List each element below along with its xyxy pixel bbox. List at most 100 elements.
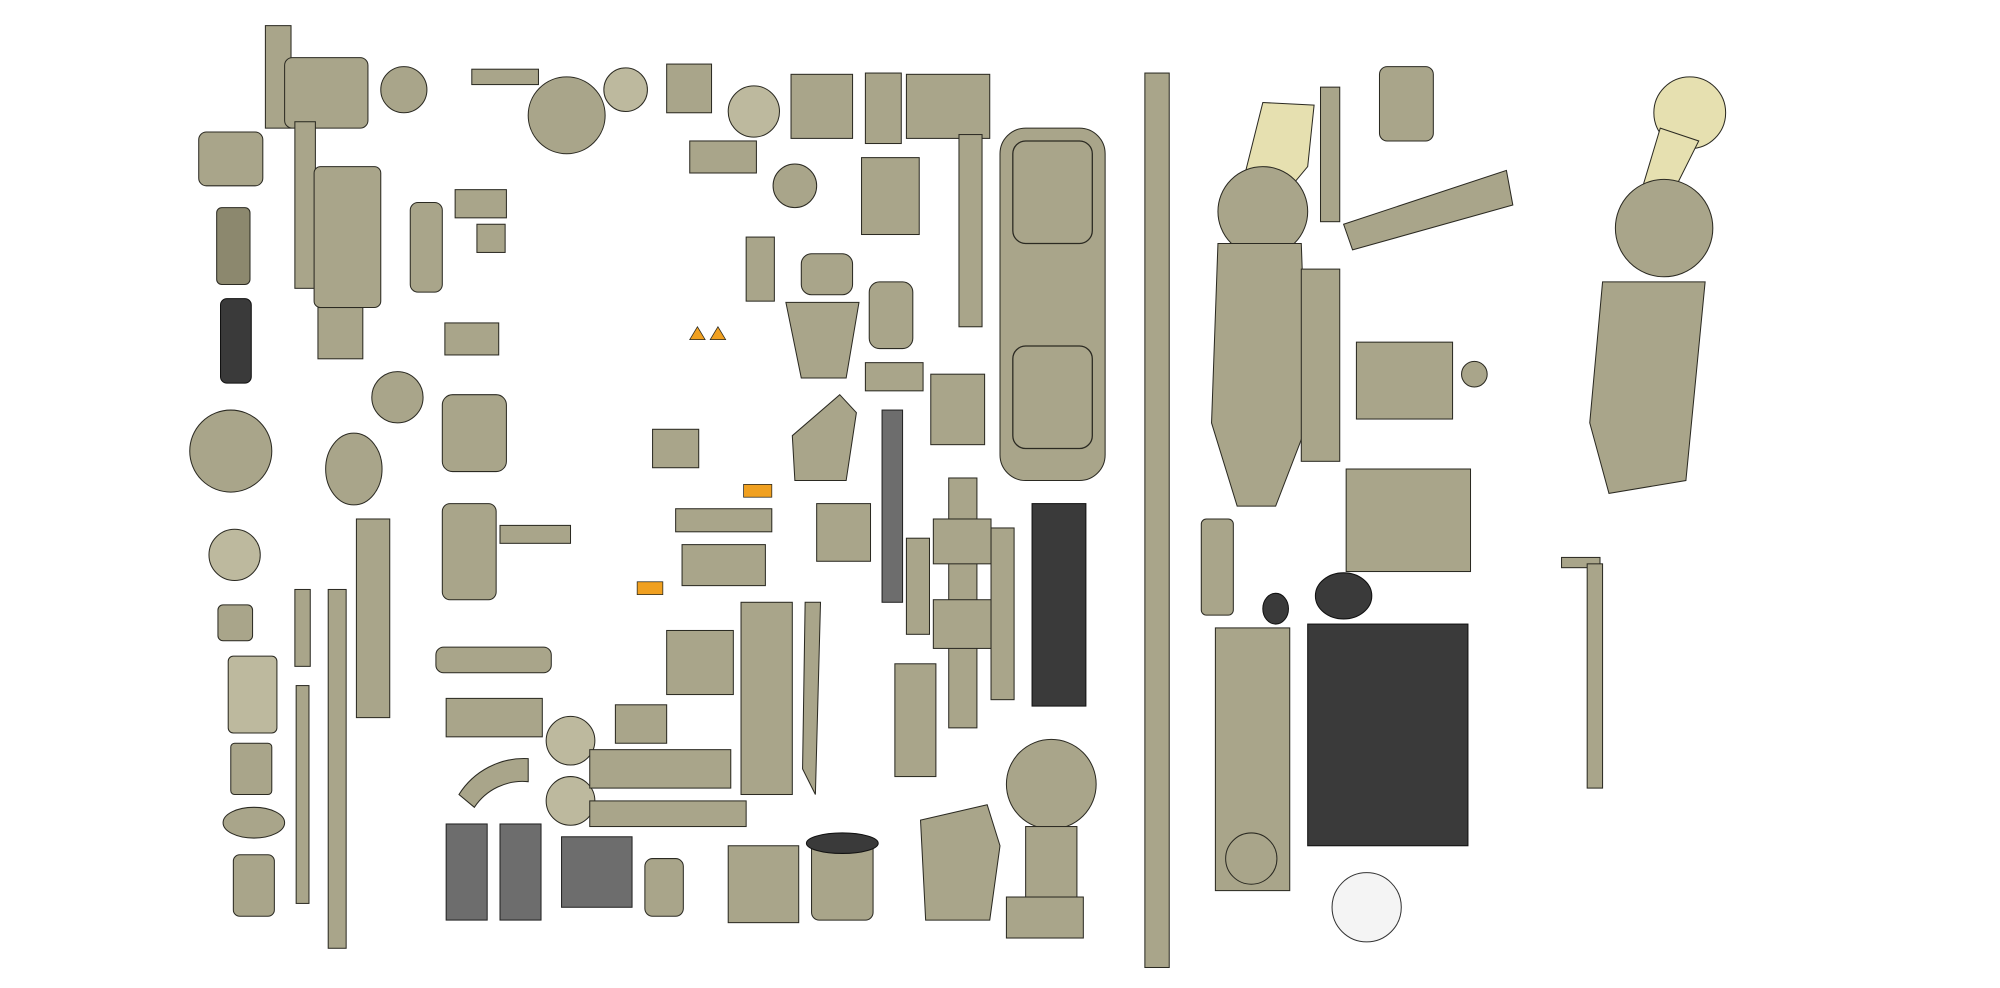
warning-triangle-part xyxy=(689,326,706,340)
antenna-mount-part xyxy=(1561,556,1601,569)
ammo-rack-part xyxy=(216,207,251,285)
box-part xyxy=(476,223,506,253)
housing-part xyxy=(919,804,1001,921)
pedestal-part xyxy=(1025,826,1078,898)
sight-part xyxy=(371,371,424,424)
base-part xyxy=(1005,896,1084,939)
antenna-part xyxy=(1586,563,1604,789)
ring-part xyxy=(325,432,383,506)
disc-part xyxy=(603,67,648,112)
wheel-part xyxy=(545,715,596,766)
arm-part xyxy=(499,524,572,544)
plate-part xyxy=(1300,268,1341,462)
long-panel-part xyxy=(740,601,793,796)
strut-part xyxy=(355,518,391,719)
box-part xyxy=(454,189,507,219)
mount-part xyxy=(284,57,369,129)
hull-side-panel-part xyxy=(999,127,1106,482)
gear-part xyxy=(380,66,428,114)
canister-part xyxy=(227,655,278,734)
mount-part xyxy=(313,166,382,309)
bracket-part xyxy=(1378,66,1434,142)
stack-part xyxy=(644,858,684,917)
white-disc-part xyxy=(1331,872,1402,943)
frame-part xyxy=(614,704,668,744)
box-part xyxy=(652,428,700,469)
arm-part xyxy=(589,749,732,789)
wheel-hub-part xyxy=(1217,166,1309,257)
bracket-part xyxy=(905,73,991,139)
hull-panel-detail xyxy=(1012,140,1093,245)
axle-part xyxy=(435,646,552,674)
bracket-part xyxy=(222,806,286,839)
dark-panel-part xyxy=(1031,503,1087,707)
hull-panel-detail xyxy=(1012,345,1093,450)
plate-part xyxy=(905,537,931,635)
track-panel-part xyxy=(1307,623,1469,847)
plate-part xyxy=(816,503,872,562)
arm-part xyxy=(589,800,747,828)
rod-part xyxy=(295,685,310,904)
plate-part xyxy=(990,527,1015,701)
central-parts-cluster xyxy=(409,63,1097,939)
wheel-part xyxy=(545,776,596,826)
bin-part xyxy=(198,131,264,187)
box-part xyxy=(666,629,734,696)
gearbox-part xyxy=(800,253,854,296)
cylinder-part xyxy=(868,281,914,350)
box-part xyxy=(930,373,986,446)
hatch-ring-part xyxy=(189,409,273,493)
cylinder-part xyxy=(864,72,902,145)
turret-assembly xyxy=(1561,76,1727,789)
wheel-part xyxy=(1225,832,1278,885)
wheel-part xyxy=(772,163,818,209)
mudflap-part xyxy=(499,823,542,921)
box-part xyxy=(894,663,937,778)
cylinder-part xyxy=(1314,572,1373,620)
panel-part xyxy=(1345,468,1472,573)
bracket-part xyxy=(727,845,800,924)
recoil-part xyxy=(932,599,992,649)
box-part xyxy=(681,544,766,587)
box-part xyxy=(666,63,713,114)
mount-part xyxy=(294,121,316,289)
curved-guard-part xyxy=(458,758,529,809)
cylinder-part xyxy=(1262,592,1289,625)
box-part xyxy=(445,697,543,738)
mudflap-part xyxy=(445,823,488,921)
box-part xyxy=(444,322,500,356)
box-part xyxy=(790,73,854,139)
spring-part xyxy=(220,298,252,384)
plate-part xyxy=(745,236,775,302)
warning-triangle-part xyxy=(709,326,727,340)
plate-part xyxy=(230,742,273,796)
fender-part xyxy=(1589,281,1706,494)
gun-mount-assembly xyxy=(264,25,428,949)
right-parts-cluster xyxy=(1200,66,1514,943)
box-part xyxy=(232,854,275,917)
orange-part xyxy=(636,581,664,595)
wheel-hub-part xyxy=(1614,178,1714,278)
armor-plate-part xyxy=(791,393,857,482)
bar-part xyxy=(471,68,539,86)
mount-part xyxy=(317,307,364,360)
canister-part xyxy=(1200,518,1234,616)
orange-part xyxy=(743,484,773,498)
left-column-parts xyxy=(189,131,286,917)
round-cover-part xyxy=(208,528,261,582)
fuel-tank-part xyxy=(441,503,497,601)
box-part xyxy=(689,140,757,174)
disc-part xyxy=(727,85,781,138)
mount-part xyxy=(217,604,254,642)
cylinder-part xyxy=(409,201,443,293)
bar-part xyxy=(675,508,773,533)
track-link-part xyxy=(881,409,904,603)
rod-part xyxy=(327,588,347,949)
cylinder-top-part xyxy=(805,832,879,854)
hopper-part xyxy=(785,301,860,379)
recoil-part xyxy=(932,518,992,565)
knob-part xyxy=(1461,360,1488,388)
main-gun-barrel-part xyxy=(1144,72,1170,969)
suspension-part xyxy=(441,394,507,473)
